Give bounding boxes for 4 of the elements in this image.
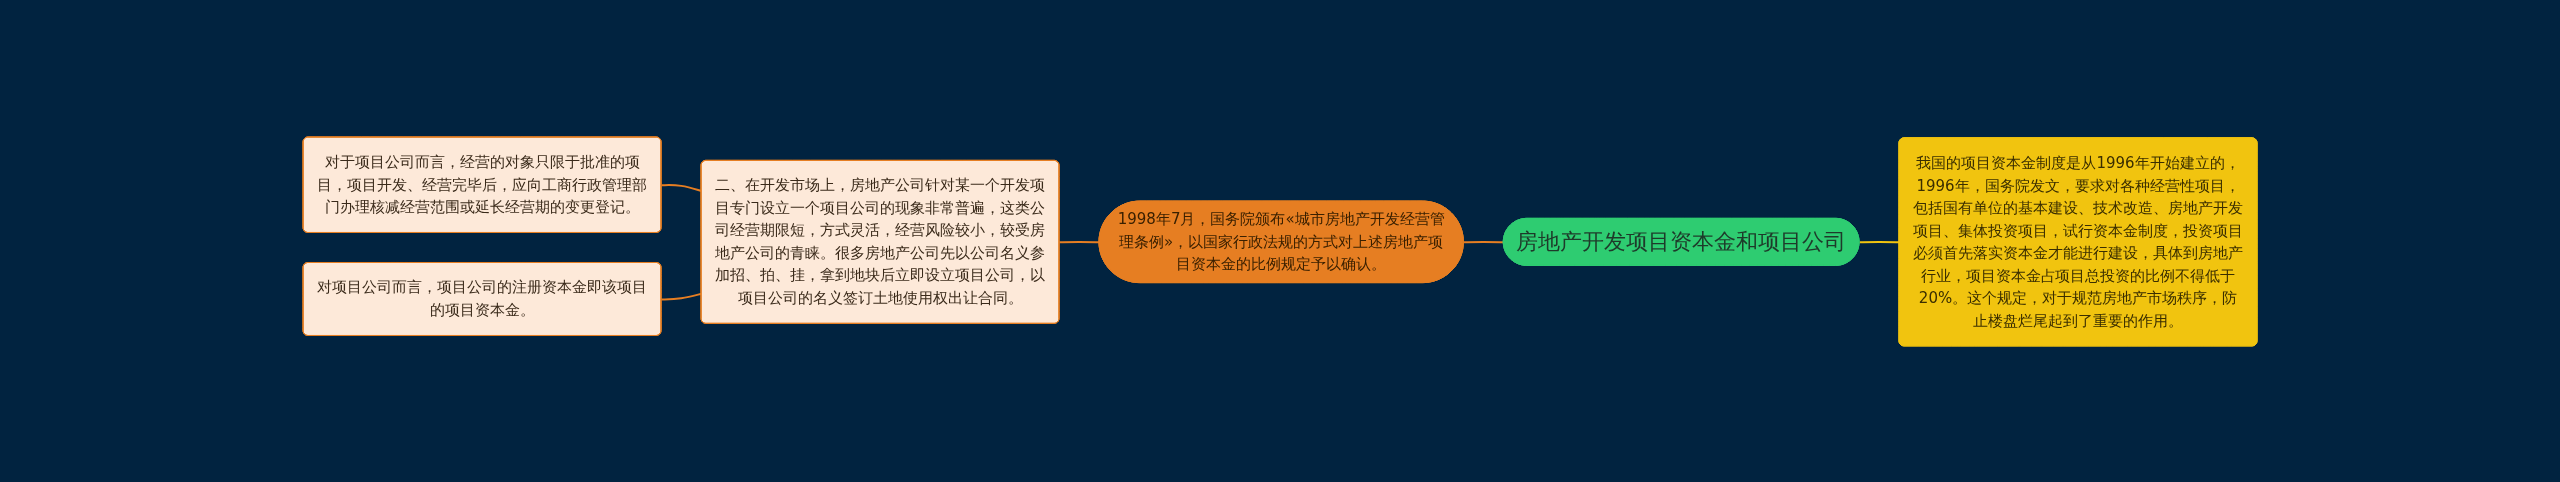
connector xyxy=(1462,240,1505,243)
connector xyxy=(1058,240,1101,243)
connector xyxy=(660,183,703,192)
connector xyxy=(660,292,703,301)
